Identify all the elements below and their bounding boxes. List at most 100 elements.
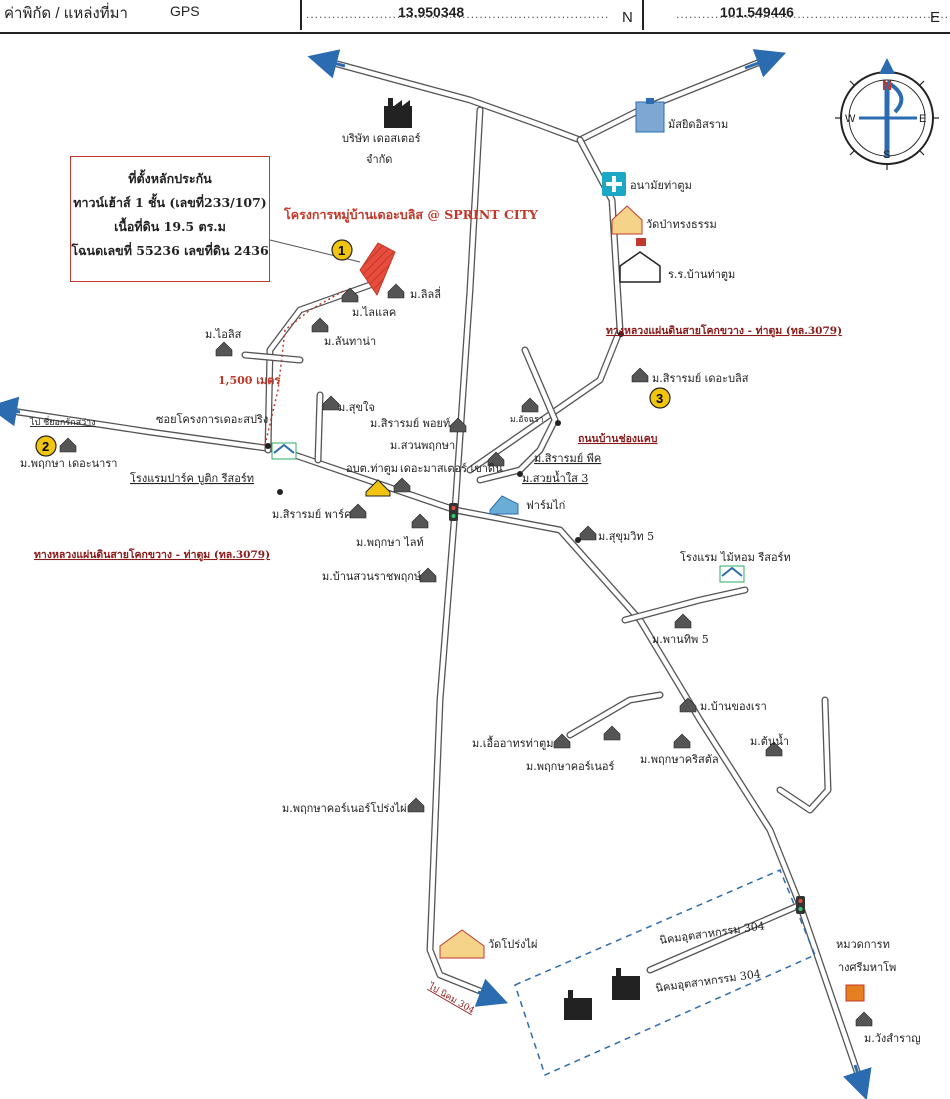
label-sirarom-bliss: ม.สิรารมย์ เดอะบลิส — [652, 372, 749, 385]
coord-label: ค่าพิกัด / แหล่งที่มา — [4, 5, 128, 22]
collateral-info-box: ที่ตั้งหลักประกัน ทาวน์เฮ้าส์ 1 ชั้น (เล… — [70, 156, 270, 282]
project-title: โครงการหมู่บ้านเดอะบลิส @ SPRINT CITY — [284, 207, 538, 222]
property-plot — [359, 242, 396, 297]
longitude-suffix: E — [930, 9, 941, 26]
label-wang: ม.วังสำราญ — [864, 1032, 921, 1045]
house-icon — [407, 797, 425, 813]
label-ban-khong: ม.บ้านของเรา — [700, 700, 767, 713]
label-ton-nam: ม.ต้นน้ำ — [750, 733, 789, 748]
house-icon — [855, 1011, 873, 1027]
house-icon — [419, 567, 437, 583]
factory-icon — [564, 990, 592, 1020]
house-icon — [393, 477, 411, 493]
coordinate-header: ค่าพิกัด / แหล่งที่มา GPS ..............… — [0, 0, 950, 34]
label-lanthana: ม.ลันทาน่า — [324, 335, 376, 348]
marker-1: 1 — [331, 239, 353, 261]
label-estate2: นิคมอุตสาหกรรม 304 — [655, 967, 762, 995]
label-ua-athorn: ม.เอื้ออาทรท่าตูม — [472, 735, 554, 750]
hotel-icon — [719, 565, 745, 583]
building-icon — [635, 98, 665, 133]
house-icon — [631, 367, 649, 383]
marker-1-label: 1 — [338, 243, 345, 258]
label-factory-company2: จำกัด — [366, 153, 392, 166]
house-icon — [59, 437, 77, 453]
traffic-light-icon — [796, 896, 805, 914]
house-icon — [411, 513, 429, 529]
factory-icon — [612, 968, 640, 1000]
label-pruksa-corner: ม.พฤกษาคอร์เนอร์ — [526, 760, 615, 773]
label-to-direction: ไป ชี่ยอกรักสว่าง — [29, 415, 96, 428]
compass-n: N — [882, 77, 892, 93]
label-health: อนามัยท่าตูม — [630, 179, 692, 192]
house-icon — [603, 725, 621, 741]
label-hotel-mai: โรงแรม ไม้หอม รีสอร์ท — [680, 550, 791, 564]
info-line-4: โฉนดเลขที่ 55236 เลขที่ดิน 2436 — [71, 243, 269, 258]
police-icon — [845, 984, 865, 1002]
house-icon — [322, 395, 340, 411]
house-icon — [765, 741, 783, 757]
compass-e: E — [919, 113, 926, 125]
label-mosque: มัสยิดอิสราม — [668, 118, 728, 131]
label-pruksa-cristal: ม.พฤกษาคริสตัล — [640, 753, 719, 766]
label-distance: 1,500 เมตร — [218, 374, 280, 387]
house-icon — [674, 613, 692, 629]
direction-arrows — [0, 49, 872, 1099]
label-police2: างศรีมหาโพ — [838, 960, 896, 974]
label-suk-jai: ม.สุขใจ — [338, 401, 375, 414]
latitude-suffix: N — [622, 9, 633, 26]
label-school: ร.ร.บ้านท่าตูม — [668, 268, 735, 281]
label-obt: อบต.ท่าตูม — [346, 462, 398, 475]
factory-icon — [384, 98, 412, 128]
label-sukhumvit: ม.สุขุมวิท 5 — [598, 530, 654, 543]
label-temple1: วัดป่าทรงธรรม — [646, 218, 717, 231]
label-wat-prong: วัดโปร่งไผ่ — [488, 937, 537, 951]
compass-rose: N S E W — [835, 58, 939, 170]
label-panthip: ม.พานทิพ 5 — [652, 633, 709, 646]
house-icon — [673, 733, 691, 749]
label-pruksa-light: ม.พฤกษา ไลท์ — [356, 536, 424, 549]
marker-3-label: 3 — [656, 391, 663, 406]
house-icon — [521, 397, 539, 413]
route-to-property — [264, 289, 346, 446]
label-suan-pruksa: ม.สวนพฤกษา — [390, 439, 455, 452]
label-road-khong: ถนนบ้านช่องแคบ — [578, 432, 658, 445]
label-pruksa-corner-prong: ม.พฤกษาคอร์เนอร์โปร่งไผ่ — [282, 801, 407, 815]
coord-source: GPS — [170, 3, 200, 19]
hotel-icon — [271, 442, 297, 460]
marker-2: 2 — [35, 435, 57, 457]
label-highway1: ทางหลวงแผ่นดินสายโคกขวาง - ท่าตูม (ทล.30… — [606, 324, 842, 338]
school-icon — [619, 238, 661, 283]
label-highway2: ทางหลวงแผ่นดินสายโคกขวาง - ท่าตูม (ทล.30… — [34, 548, 270, 562]
label-police: หมวดการท — [836, 938, 890, 951]
house-icon — [553, 733, 571, 749]
label-soi: ซอยโครงการเดอะสปริง — [156, 412, 268, 426]
temple-icon — [611, 205, 643, 235]
info-line-2: ทาวน์เฮ้าส์ 1 ชั้น (เลขที่233/107) — [73, 195, 267, 210]
obt-icon — [365, 479, 391, 497]
label-hotel-park: โรงแรมปาร์ค บูติก รีสอร์ท — [130, 471, 254, 485]
label-factory-company: บริษัท เดอสเตอร์ — [342, 132, 421, 145]
compass-s: S — [883, 149, 890, 161]
house-icon — [311, 317, 329, 333]
label-ilis: ม.ไอลิส — [205, 328, 242, 341]
longitude-value: 101.549446 — [720, 4, 794, 20]
marker-3: 3 — [649, 387, 671, 409]
label-acharam: ม.อัจฉรา — [510, 415, 544, 425]
label-sirarom-peak: ม.สิรารมย์ พีค — [534, 452, 601, 465]
house-icon — [487, 451, 505, 467]
compass-w: W — [845, 113, 856, 125]
house-icon — [679, 697, 697, 713]
temple-icon — [439, 929, 485, 959]
traffic-light-icon — [449, 503, 458, 521]
label-sirarom-park: ม.สิรารมย์ พาร์ค — [272, 508, 351, 521]
label-ban-suan: ม.บ้านสวนราชพฤกษ์ — [322, 570, 421, 583]
label-pruksa-nara: ม.พฤกษา เดอะนารา — [20, 457, 117, 470]
house-icon — [215, 341, 233, 357]
farm-icon — [489, 495, 519, 515]
latitude-value: 13.950348 — [398, 4, 465, 20]
house-icon — [449, 417, 467, 433]
marker-2-label: 2 — [42, 439, 49, 454]
industrial-estate-zone — [514, 869, 816, 1077]
label-lily: ม.ลิลลี่ — [410, 286, 441, 301]
